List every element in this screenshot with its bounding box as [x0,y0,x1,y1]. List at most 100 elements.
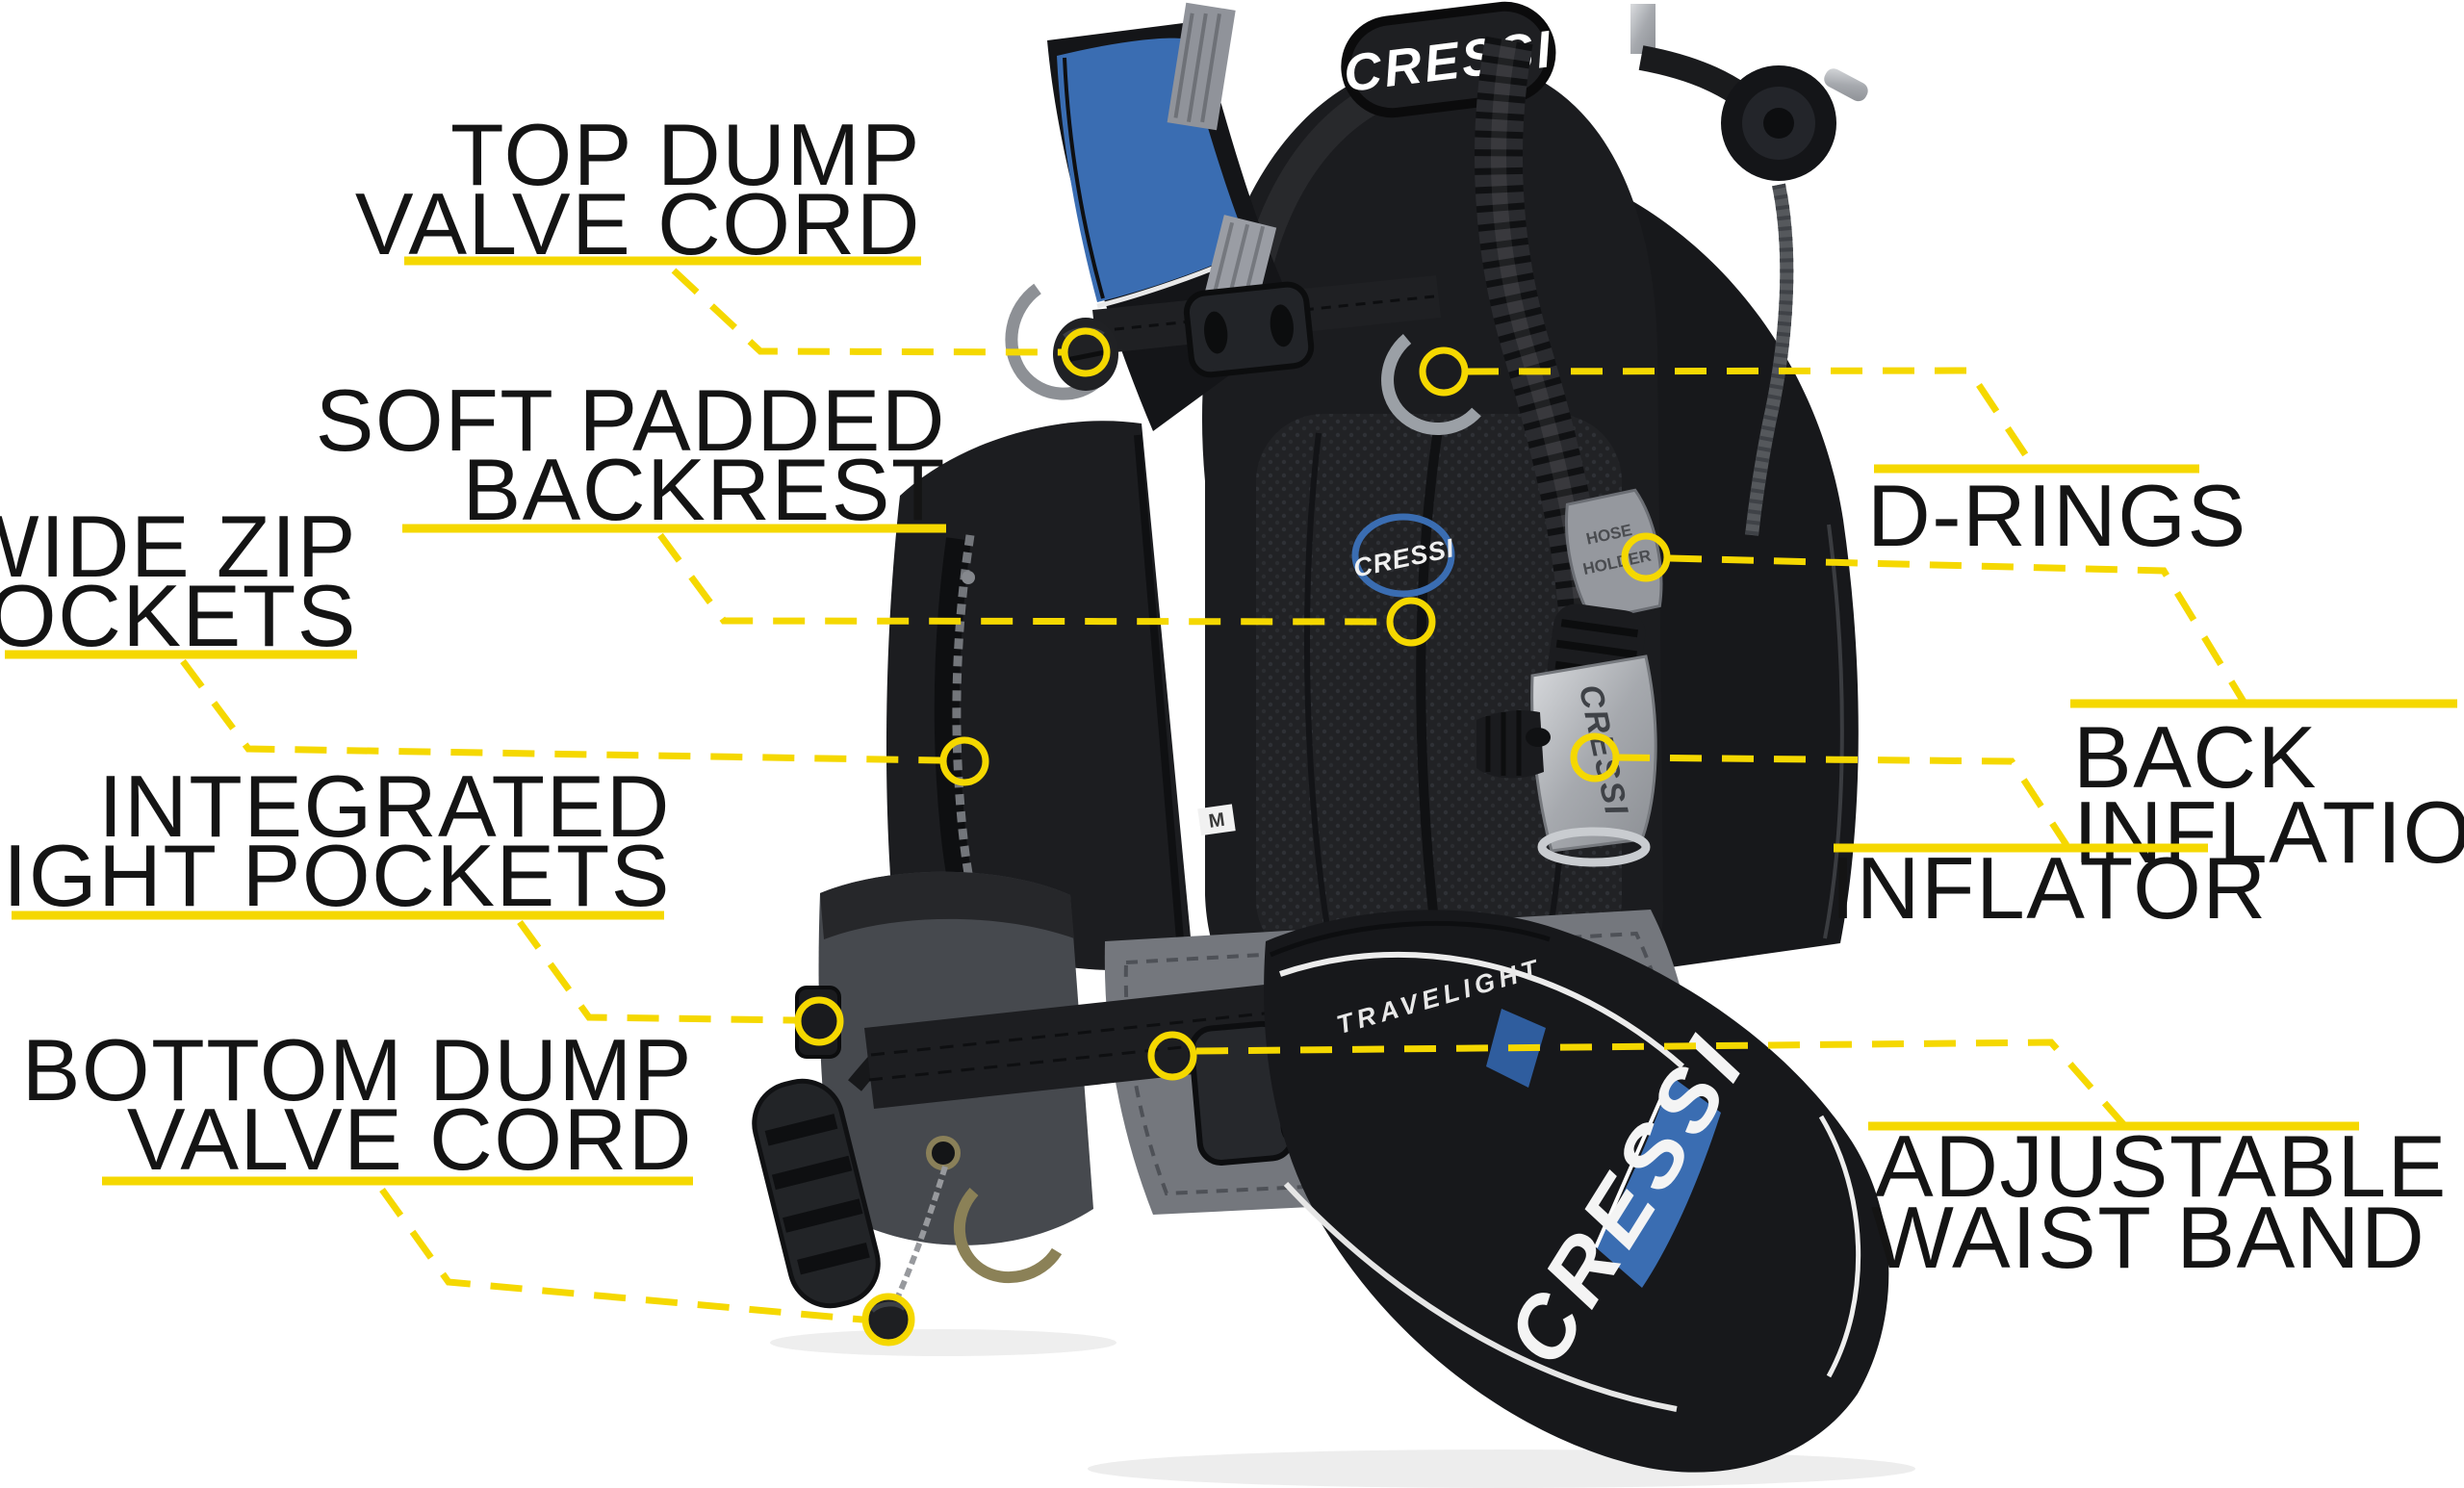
backrest-seam [1304,432,1336,963]
marker-integrated-weight-pockets [794,996,844,1046]
hose-holder-clip: HOSE HOLDER [1564,488,1663,623]
back-inflation-bladder [1598,183,1859,972]
marker-d-rings [1419,346,1469,397]
buckle-cutout [1204,311,1228,354]
callout-line-d-rings [1466,367,2036,468]
label-line: POCKETS [0,568,357,665]
logo-oval [1351,513,1455,598]
label-line: WEIGHT POCKETS [0,828,671,925]
shadow [770,1329,1116,1356]
label-line: BACKREST [462,442,946,539]
size-tag-text: M [1207,809,1226,833]
dump-cord [890,1166,948,1309]
callout-line-integrated-weight-pockets [517,919,796,1024]
label-line: INTEGRATED [98,758,671,856]
stitch-line [1063,57,1105,299]
first-stage-port [1763,108,1794,139]
backrest-seam [1416,423,1444,963]
callout-line-adjustable-waist-band [1195,1039,2126,1127]
feature-markers [794,327,1671,1347]
bladder-seam [1823,524,1844,939]
label-line: INFLATOR [1831,840,2268,937]
webbing [1167,2,1236,131]
label-d-rings: D-RINGS [1867,464,2247,565]
strap-blue-panel [1057,38,1249,302]
callout-line-back-inflation [1669,554,2246,704]
feature-labels-left: TOP DUMP VALVE CORD SOFT PADDED BACKREST… [0,107,946,1189]
grommet [926,1136,961,1170]
buckle-body [1183,281,1315,378]
valve-handle [752,1078,881,1309]
callout-line-inflator [1617,754,2069,847]
shadow [1088,1450,1915,1488]
marker-soft-padded-backrest [1386,597,1436,647]
buckle-cutout [1270,304,1294,347]
valve-stem [1630,4,1656,54]
marker-back-inflation [1621,532,1671,582]
label-bottom-dump-valve-cord: BOTTOM DUMP VALVE CORD [22,1022,693,1189]
label-adjustable-waist-band: ADJUSTABLE WAIST BAND [1868,1118,2448,1287]
bcd-photo: CRESSI CRESSI [752,1,1915,1488]
marker-inflator [1570,732,1620,782]
label-line: D-RINGS [1867,468,2247,565]
label-line: ADJUSTABLE [1875,1118,2448,1216]
marker-top-dump-valve-cord [1061,327,1111,377]
inflator-mouthpiece [1476,710,1544,779]
zip-teeth [952,534,990,953]
webbing-ribs [1173,13,1221,123]
backrest-mesh-pad [1256,414,1622,967]
stitch-line [1270,920,1551,958]
chest-buckle [1183,281,1315,378]
inflator-button [1526,728,1551,747]
pocket-flap [820,871,1074,939]
knob-slot [1065,349,1106,363]
piping [1818,1115,1861,1378]
clip-body [1564,488,1663,623]
handle-ribs [764,1114,870,1275]
label-line: VALVE CORD [127,1091,693,1189]
stitch-line [1096,295,1435,333]
label-inflator: INFLATOR [1831,840,2268,937]
inflator-unit: CRESSI [1476,603,1657,867]
callout-line-bottom-dump-valve-cord [379,1187,863,1323]
piping [1594,1075,1673,1248]
piping [1283,1181,1678,1412]
inflator-ring [1537,827,1651,867]
callout-line-top-dump-valve-cord [671,268,1063,356]
regulator-assembly [1630,4,1868,536]
callout-line-soft-padded-backrest [657,532,1388,626]
marker-adjustable-waist-band [1147,1031,1197,1081]
size-tag: M [1197,804,1236,836]
callout-lines [180,268,2246,1323]
mouthpiece-ribs [1485,710,1522,776]
label-soft-padded-backrest: SOFT PADDED BACKREST [316,372,946,539]
label-line: BOTTOM DUMP [22,1022,693,1119]
regulator-knob [1824,68,1868,102]
feature-labels-right: D-RINGS BACK INFLATION INFLATOR ADJUSTAB… [1831,464,2464,1287]
label-wide-zip-pockets: WIDE ZIP POCKETS [0,499,357,665]
hose-ribs [1474,36,1616,774]
chest-strap [1092,275,1441,378]
knob-sheen [870,1301,907,1313]
marker-wide-zip-pockets [939,736,989,786]
left-shoulder-d-ring [1005,283,1104,400]
tag-shape [1197,804,1236,836]
right-shoulder-d-ring [1381,334,1481,435]
label-line: BACK [2073,709,2318,807]
panel-seam [1134,434,1186,963]
label-line: SOFT PADDED [316,372,946,470]
callout-line-wide-zip-pockets [180,658,941,764]
piping [1279,951,1684,1069]
label-line: TOP DUMP [450,107,921,204]
webbing-loop [1167,2,1236,131]
label-line: WIDE ZIP [0,499,357,596]
marker-bottom-dump-valve-cord [861,1293,915,1347]
label-integrated-weight-pockets: INTEGRATED WEIGHT POCKETS [0,758,671,925]
label-line: WAIST BAND [1871,1190,2426,1287]
bronze-d-ring [953,1187,1063,1284]
zip-pull [962,571,975,584]
blue-accent-stripe [1596,1076,1721,1288]
label-top-dump-valve-cord: TOP DUMP VALVE CORD [355,107,921,273]
